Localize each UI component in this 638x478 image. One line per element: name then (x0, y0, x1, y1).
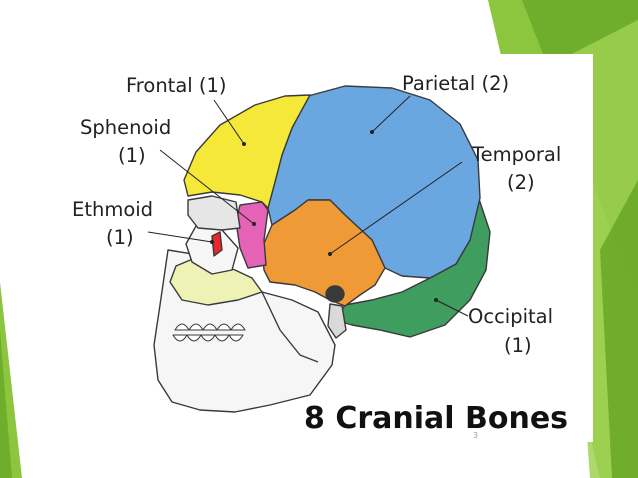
slide-number: 3 (473, 431, 478, 440)
sphenoid-bone (235, 201, 269, 269)
leader-dots (210, 130, 438, 302)
zygomatic-bone (185, 225, 239, 275)
leader-lines (147, 95, 469, 317)
skull-illustration (153, 85, 491, 413)
label-ethmoid-count: (1) (106, 226, 134, 249)
label-temporal: Temporal (471, 143, 561, 166)
ear-canal (325, 285, 345, 303)
green-accent-decoration-left (0, 282, 22, 478)
temporal-bone (261, 199, 386, 307)
label-frontal: Frontal (1) (126, 74, 227, 97)
orbit-cavity (187, 195, 241, 231)
frontal-bone (183, 94, 311, 209)
diagram-title: 8 Cranial Bones (304, 401, 568, 436)
label-parietal: Parietal (2) (402, 72, 509, 95)
ethmoid-bone (211, 231, 223, 257)
label-sphenoid-count: (1) (118, 144, 146, 167)
label-sphenoid: Sphenoid (80, 116, 171, 139)
label-ethmoid: Ethmoid (72, 198, 153, 221)
label-temporal-count: (2) (507, 171, 535, 194)
label-occipital-count: (1) (504, 334, 532, 357)
teeth (172, 323, 246, 342)
label-occipital: Occipital (468, 305, 553, 328)
